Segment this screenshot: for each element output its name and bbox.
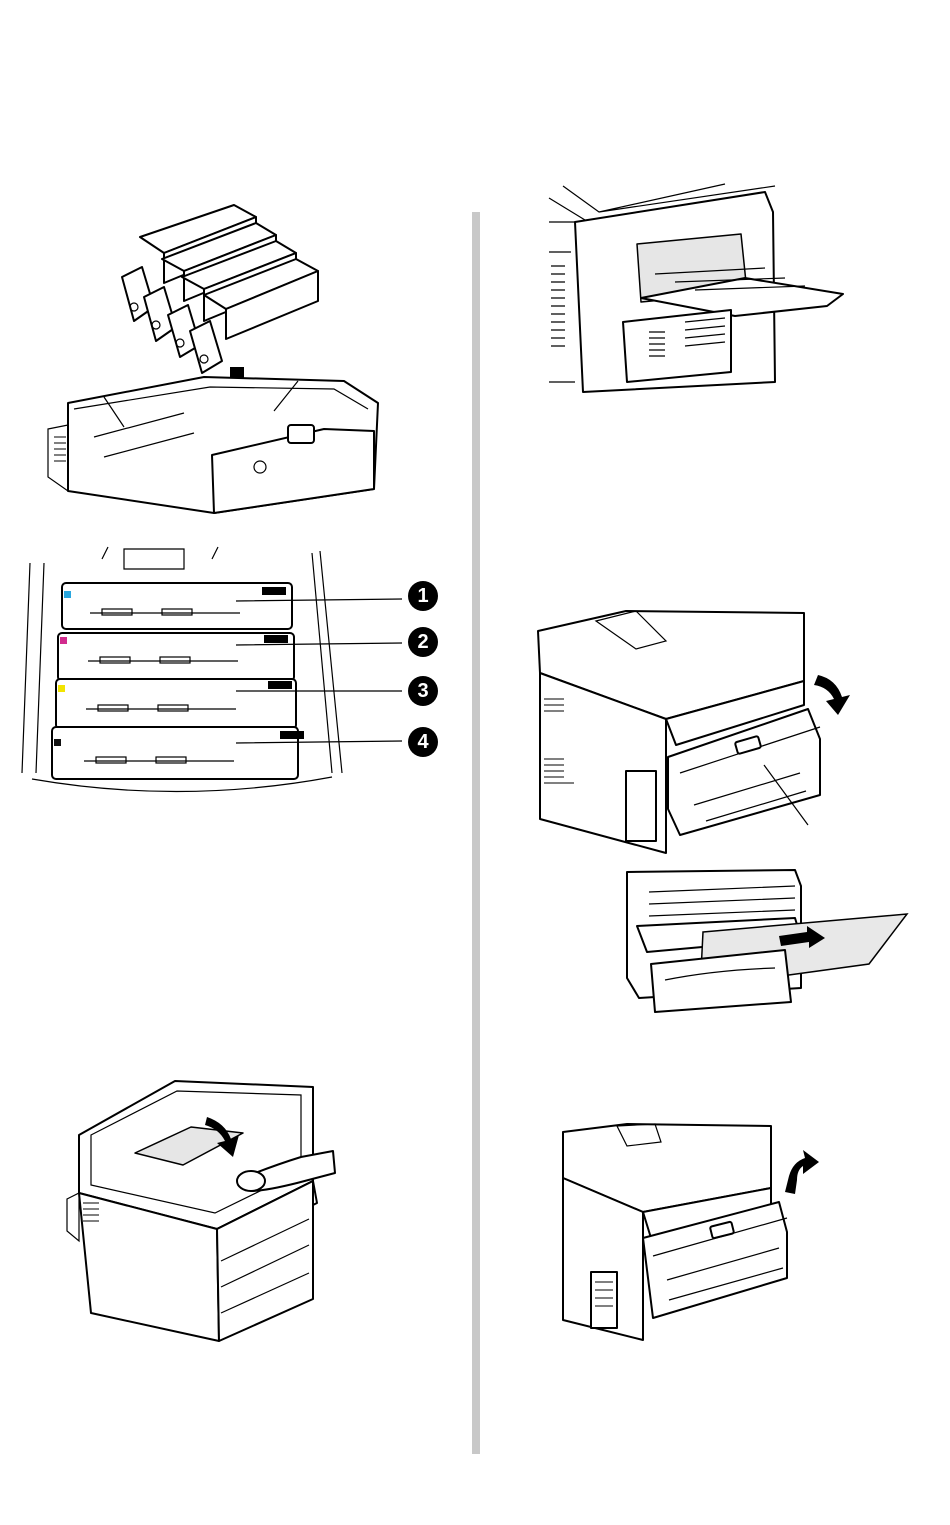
image-drum-cartridges-icon [122,205,318,373]
rear-exit-tray-illustration [545,182,845,398]
paper-removal-icon [627,870,907,1012]
printer-cover-illustration [65,1073,337,1355]
rear-exit-tray-icon [549,184,843,392]
callout-3: 3 [408,676,438,706]
up-arrow-icon [785,1150,819,1194]
pull-arrow-icon [814,675,850,715]
drum-slots-illustration [12,543,442,805]
drum-slot-yellow [56,679,296,729]
duplex-close-illustration [557,1122,819,1344]
drum-slot-magenta [58,633,294,681]
callout-2: 2 [408,627,438,657]
column-divider [472,212,480,1454]
callout-4: 4 [408,727,438,757]
drum-slot-black [52,727,304,779]
duplex-open-illustration [536,609,856,859]
drum-insertion-illustration [44,197,380,515]
callout-1: 1 [408,581,438,611]
drum-slot-cyan [62,583,292,629]
duplex-unit-open-icon [538,611,820,853]
paper-removal-illustration [625,868,910,1014]
duplex-unit-close-icon [563,1124,787,1340]
